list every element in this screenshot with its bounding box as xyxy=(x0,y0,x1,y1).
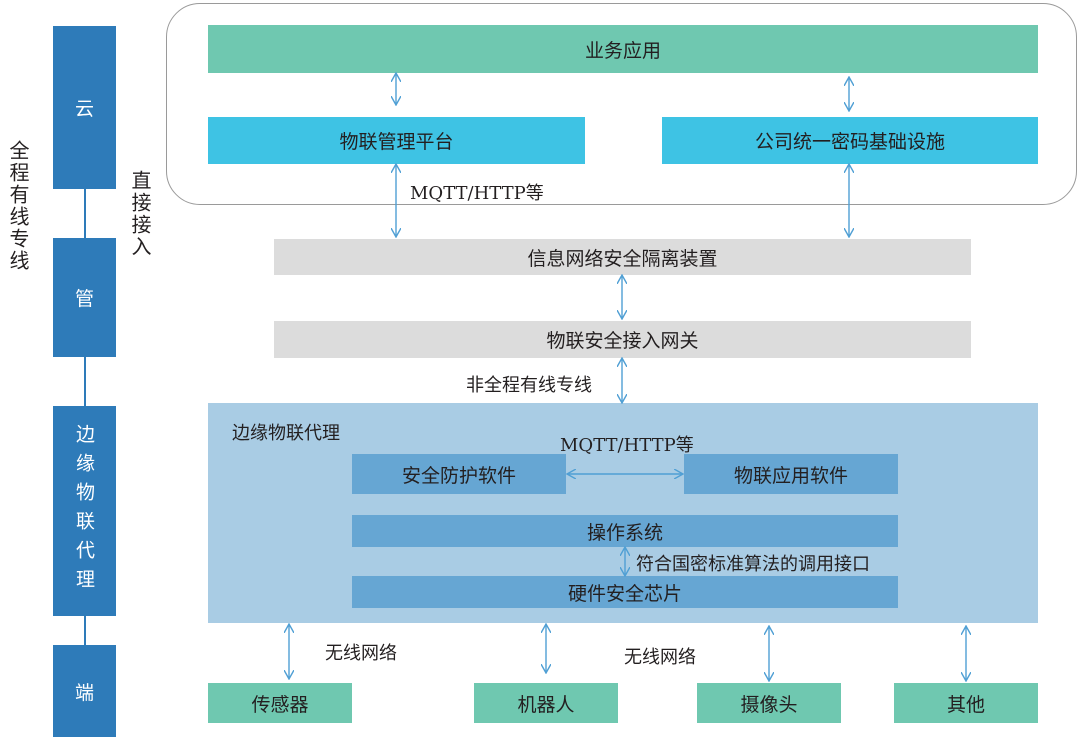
layer-pipe-label: 管 xyxy=(74,288,94,310)
access-gateway-box: 物联安全接入网关 xyxy=(274,321,971,358)
wireless-label-1: 无线网络 xyxy=(325,643,397,664)
iot-platform-label: 物联管理平台 xyxy=(339,131,454,153)
layer-edge: 边缘物联代理 xyxy=(53,406,116,616)
sensor-box: 传感器 xyxy=(208,683,352,723)
os-label: 操作系统 xyxy=(586,521,663,544)
isolation-device-label: 信息网络安全隔离装置 xyxy=(527,247,718,270)
os-box: 操作系统 xyxy=(352,515,898,547)
sensor-label: 传感器 xyxy=(251,693,309,716)
cloud-protocol-label: MQTT/HTTP等 xyxy=(410,183,544,204)
crypto-infra-box: 公司统一密码基础设施 xyxy=(662,117,1038,164)
security-software-label: 安全防护软件 xyxy=(401,464,516,487)
other-box: 其他 xyxy=(894,683,1038,723)
cloud-frame xyxy=(166,3,1077,205)
layer-cloud: 云 xyxy=(53,26,116,189)
layer-end-label: 端 xyxy=(74,681,94,704)
business-app-label: 业务应用 xyxy=(584,39,661,62)
hw-chip-box: 硬件安全芯片 xyxy=(352,576,898,608)
edge-proxy-title: 边缘物联代理 xyxy=(232,423,340,444)
direct-access-note: 直接接入 xyxy=(128,170,152,258)
non-dedicated-line-label: 非全程有线专线 xyxy=(466,375,592,396)
layer-cloud-label: 云 xyxy=(74,98,94,120)
camera-label: 摄像头 xyxy=(740,693,798,716)
interface-label: 符合国密标准算法的调用接口 xyxy=(636,554,870,575)
layer-end: 端 xyxy=(53,645,116,737)
edge-protocol-label: MQTT/HTTP等 xyxy=(560,435,694,456)
robot-label: 机器人 xyxy=(517,693,575,716)
iot-platform-box: 物联管理平台 xyxy=(208,117,585,164)
isolation-device-box: 信息网络安全隔离装置 xyxy=(274,239,971,275)
crypto-infra-label: 公司统一密码基础设施 xyxy=(754,131,945,153)
side-note-dedicated-line: 全程有线专线 xyxy=(6,140,30,272)
wireless-label-2: 无线网络 xyxy=(624,647,696,668)
other-label: 其他 xyxy=(946,693,985,716)
hw-chip-label: 硬件安全芯片 xyxy=(567,582,682,605)
security-software-box: 安全防护软件 xyxy=(352,454,566,494)
iot-app-software-label: 物联应用软件 xyxy=(733,464,848,487)
business-app-box: 业务应用 xyxy=(208,25,1038,73)
robot-box: 机器人 xyxy=(474,683,618,723)
layer-edge-label: 边缘物联代理 xyxy=(73,424,95,598)
camera-box: 摄像头 xyxy=(697,683,841,723)
access-gateway-label: 物联安全接入网关 xyxy=(546,330,699,352)
iot-app-software-box: 物联应用软件 xyxy=(684,454,898,494)
layer-pipe: 管 xyxy=(53,238,116,357)
